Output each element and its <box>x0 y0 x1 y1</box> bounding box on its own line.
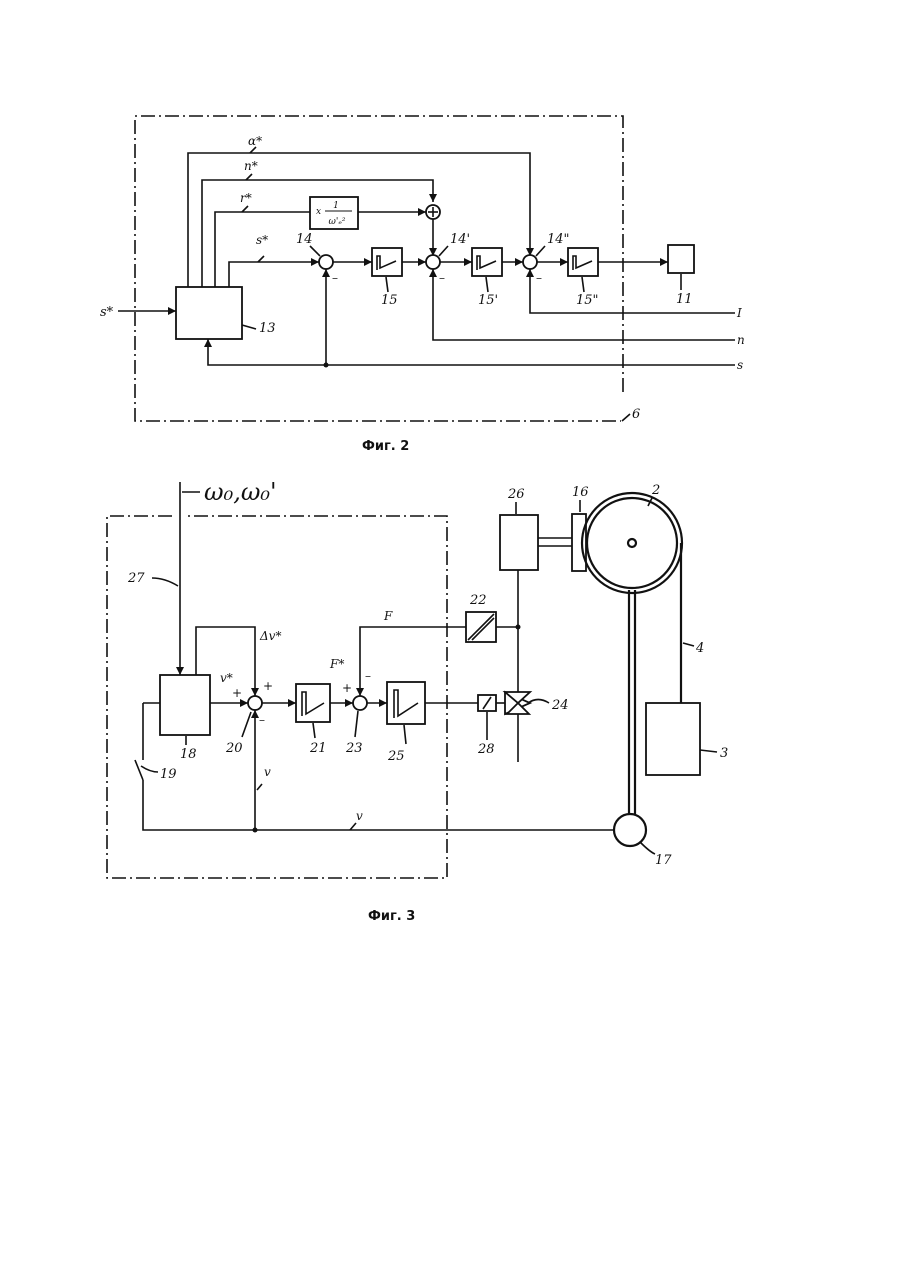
fig3-controller-block <box>160 675 210 735</box>
fig3-F-minus: – <box>365 669 371 683</box>
fig3-pulley-outer <box>587 498 677 588</box>
fig3-brake-label: 16 <box>572 485 589 500</box>
fig3-counterweight-label: 3 <box>720 746 728 761</box>
fig2-controller-block <box>176 287 242 339</box>
fig3-input-label: ω₀,ω₀' <box>204 478 277 506</box>
fig2-r-label: r* <box>240 191 252 205</box>
fig2-feedback-n-label: n <box>737 333 745 347</box>
fig3-pulley-rim <box>582 493 682 593</box>
figure-3: ω₀,ω₀' 27 18 Δv* + v* + 20 – 21 <box>107 478 728 924</box>
fig2-caption: Фиг. 2 <box>362 439 409 454</box>
fig2-sum-14p-label: 14' <box>450 232 470 247</box>
fig3-vstar-label: v* <box>220 671 233 685</box>
fig3-switch-19 <box>135 760 143 780</box>
fig2-feedback-s-label: s <box>737 358 743 372</box>
fig2-regulator-15-label: 15 <box>381 293 398 308</box>
fig3-v-line <box>143 780 614 830</box>
fig3-pulley-label: 2 <box>651 483 660 498</box>
fig3-tacho-label: 17 <box>655 853 672 868</box>
fig2-feedback-I-label: I <box>736 306 742 320</box>
fig3-rope-label: 4 <box>695 641 704 656</box>
fig2-s-line <box>229 262 319 287</box>
fig2-sum-14-minus: – <box>332 271 338 285</box>
fig3-Fstar-label: F* <box>329 657 344 671</box>
fig3-dv-label: Δv* <box>259 629 281 643</box>
fig3-sum-20-label: 20 <box>225 741 243 756</box>
figure-2: 6 s* 13 α* n* r* 1 x ω'ₑ² <box>100 116 745 454</box>
fig3-dv-sign: + <box>263 679 273 693</box>
fig3-pulley-hub <box>628 539 636 547</box>
fig2-formula-left: x <box>316 207 321 217</box>
fig3-sum-20-minus: – <box>259 713 265 727</box>
fig3-Fstar-sign: + <box>342 681 352 695</box>
fig2-output-block <box>668 245 694 273</box>
fig2-sum-14 <box>319 255 333 269</box>
fig3-v-label: v <box>264 765 271 779</box>
fig3-switch-label: 19 <box>160 767 177 782</box>
fig2-feedback-I <box>530 269 735 313</box>
fig2-sum-14p <box>426 255 440 269</box>
fig3-F-label: F <box>383 609 393 623</box>
fig2-alpha-label: α* <box>248 134 262 148</box>
fig3-regulator-21 <box>296 684 330 722</box>
fig3-v-bottom-label: v <box>356 809 363 823</box>
fig2-controller-label: 13 <box>259 321 276 336</box>
fig3-tacho-17 <box>614 814 646 846</box>
fig3-regulator-25-label: 25 <box>387 749 405 764</box>
fig2-sum-14-label: 14 <box>296 232 313 247</box>
fig3-sensor-label: 22 <box>469 593 487 608</box>
fig2-input-label: s* <box>100 305 114 320</box>
fig3-brake-16 <box>572 514 586 571</box>
fig2-output-label: 11 <box>676 292 693 307</box>
fig2-frame-label: 6 <box>632 407 640 422</box>
fig2-regulator-15pp-label: 15" <box>576 293 599 308</box>
fig3-input-line-label: 27 <box>127 571 145 586</box>
fig2-feedback-s <box>208 339 735 365</box>
fig3-vstar-sign: + <box>232 686 242 700</box>
fig2-sum-14pp-minus: – <box>536 271 542 285</box>
fig3-sum-23 <box>353 696 367 710</box>
fig2-s-label: s* <box>256 233 268 247</box>
fig3-regulator-25 <box>387 682 425 724</box>
fig3-actuator-26 <box>500 515 538 570</box>
fig3-caption: Фиг. 3 <box>368 909 415 924</box>
fig2-formula-bottom: ω'ₑ² <box>329 217 346 227</box>
fig2-sum-14p-minus: – <box>439 271 445 285</box>
fig2-sum-14pp-label: 14" <box>547 232 570 247</box>
fig3-valve-label: 24 <box>551 698 569 713</box>
fig2-regulator-15p-label: 15' <box>478 293 498 308</box>
fig3-sum-23-label: 23 <box>345 741 363 756</box>
fig2-formula-top: 1 <box>333 201 339 211</box>
fig3-controller-label: 18 <box>180 747 197 762</box>
fig3-coil-label: 28 <box>477 742 495 757</box>
fig3-counterweight-3 <box>646 703 700 775</box>
fig3-actuator-label: 26 <box>507 487 525 502</box>
fig2-sum-14pp <box>523 255 537 269</box>
fig2-n-label: n* <box>244 159 258 173</box>
fig3-regulator-21-label: 21 <box>309 741 327 756</box>
fig3-sum-20 <box>248 696 262 710</box>
